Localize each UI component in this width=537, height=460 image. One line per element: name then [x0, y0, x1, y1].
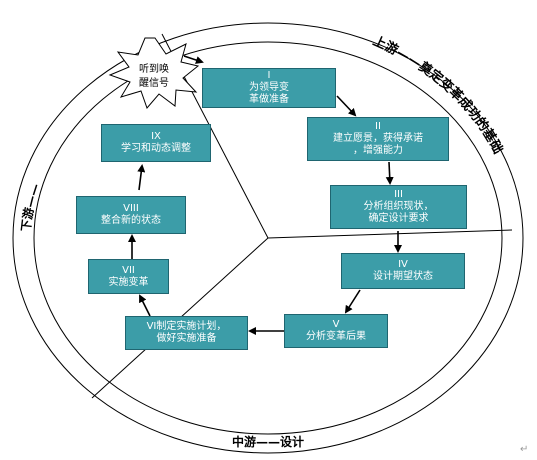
step-6-text-line2: 做好实施准备 [156, 333, 217, 344]
step-5-numeral: V [332, 319, 340, 330]
step-9-box: IX 学习和动态调整 [101, 124, 211, 162]
region-label-downstream: 下游——实施 [0, 0, 43, 232]
step-1-text-line1: 为领导变 [249, 82, 289, 93]
step-6-box: VI制定实施计划， 做好实施准备 [125, 316, 248, 350]
step-1-text-line2: 革做准备 [249, 94, 289, 105]
outer-ring [12, 22, 524, 454]
step-2-numeral: II [375, 121, 381, 132]
step-7-text-line1: 实施变革 [108, 276, 149, 288]
step-1-box: I 为领导变 革做准备 [202, 68, 336, 108]
divider-right [267, 229, 513, 239]
step-3-text-line1: 分析组织现状， [363, 201, 434, 212]
step-4-numeral: IV [398, 259, 408, 270]
step-4-box: IV 设计期望状态 [341, 253, 465, 289]
arrow-step8-to-step9 [137, 164, 146, 191]
step-3-text-line2: 确定设计要求 [368, 213, 429, 224]
step-2-text-line2: ，增强能力 [353, 145, 403, 156]
step-5-text-line1: 分析变革后果 [306, 331, 366, 342]
step-7-numeral: VII [122, 264, 135, 276]
arrow-step1-to-step2 [336, 95, 357, 117]
step-9-text-line1: 学习和动态调整 [121, 143, 191, 154]
step-8-text-line1: 整合新的状态 [101, 215, 161, 226]
step-2-text-line1: 建立愿景，获得承诺 [333, 133, 423, 144]
inner-ring [33, 41, 503, 435]
arrow-step4-to-step5 [344, 289, 361, 314]
wakeup-signal-burst [108, 37, 200, 109]
step-9-numeral: IX [151, 131, 161, 142]
step-8-box: VIII 整合新的状态 [76, 196, 186, 234]
step-4-text-line1: 设计期望状态 [373, 271, 433, 282]
arrow-step6-to-step7 [139, 294, 151, 317]
step-2-box: II 建立愿景，获得承诺 ，增强能力 [307, 117, 449, 161]
paragraph-mark: ↵ [520, 444, 529, 455]
arrow-step2-to-step3 [385, 161, 394, 185]
step-1-numeral: I [267, 70, 271, 81]
arrow-signal-to-step1 [183, 55, 204, 64]
step-3-numeral: III [394, 189, 403, 200]
step-3-box: III 分析组织现状， 确定设计要求 [330, 185, 467, 229]
step-5-box: V 分析变革后果 [284, 314, 388, 348]
step-6-text-line1: VI制定实施计划， [146, 321, 227, 332]
signal-text-line2: 醒信号 [139, 77, 169, 89]
signal-text-line1: 听到唤 [139, 62, 169, 75]
region-label-midstream: 中游——设计 [232, 434, 304, 449]
step-8-numeral: VIII [123, 203, 139, 214]
step-7-box: VII 实施变革 [88, 259, 169, 294]
